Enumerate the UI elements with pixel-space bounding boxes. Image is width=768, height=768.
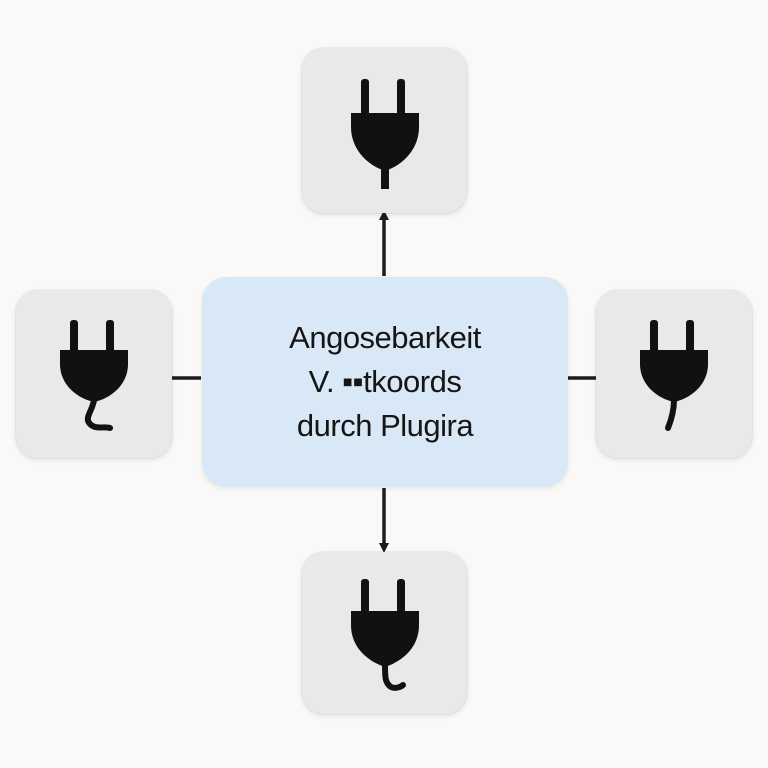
plugin-tile-left[interactable] bbox=[16, 290, 172, 458]
central-node: Angosebarkeit V. ▪▪tkoords durch Plugira bbox=[202, 277, 568, 487]
plug-icon bbox=[350, 579, 419, 691]
plug-icon bbox=[60, 320, 128, 431]
plug-icon bbox=[640, 320, 708, 431]
central-title-line-1: Angosebarkeit bbox=[289, 320, 481, 355]
central-title-line-3: durch Plugira bbox=[296, 408, 474, 443]
plugin-tile-top[interactable] bbox=[302, 48, 467, 213]
plug-icon bbox=[350, 78, 419, 189]
plugin-tile-right[interactable] bbox=[596, 290, 752, 458]
plugin-tile-bottom[interactable] bbox=[302, 552, 467, 714]
central-title-line-2: V. ▪▪tkoords bbox=[308, 364, 462, 399]
